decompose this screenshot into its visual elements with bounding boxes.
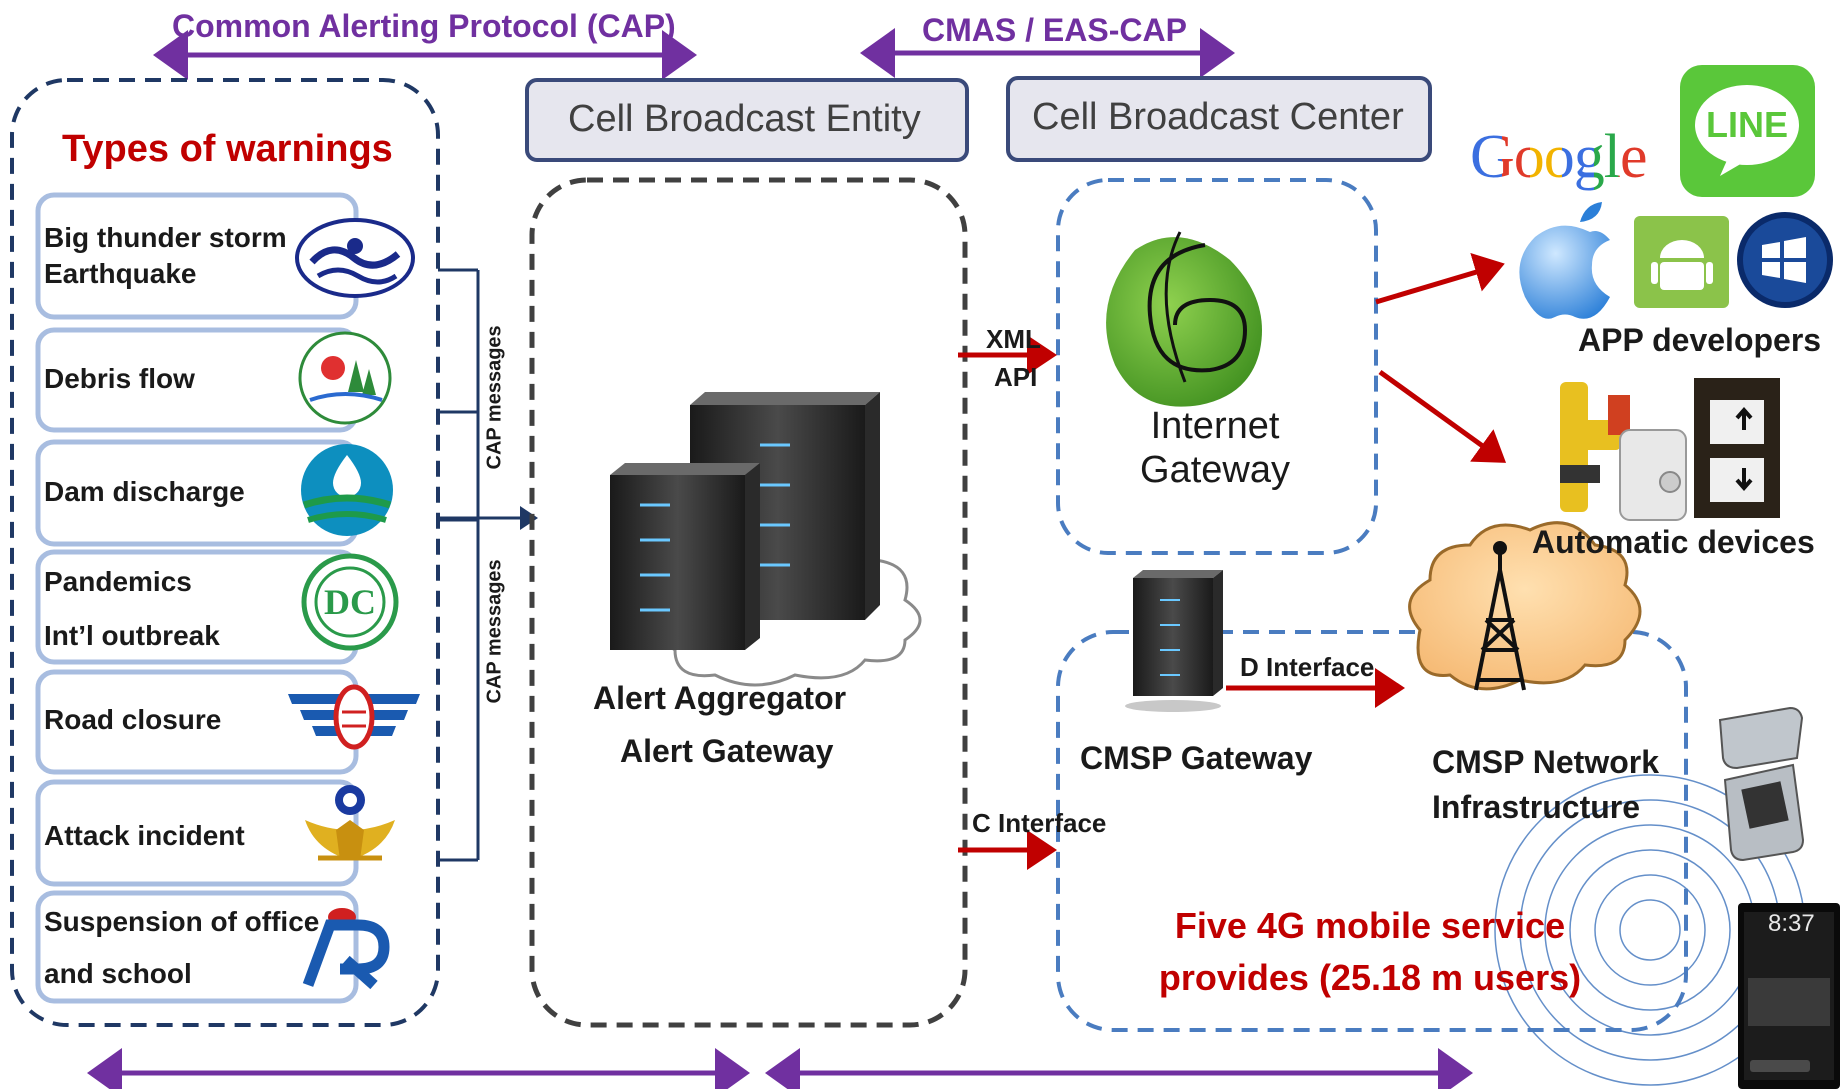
elevator-panel-icon xyxy=(1694,378,1780,518)
warning-item-road: Road closure xyxy=(44,704,222,735)
warning-line1: Big thunder storm xyxy=(44,222,287,253)
to-automatic-devices-arrow xyxy=(1378,369,1507,463)
internet-gateway-icon xyxy=(1106,231,1262,407)
personnel-admin-logo xyxy=(302,908,390,990)
highway-bureau-logo xyxy=(288,684,420,750)
flip-phone-icon xyxy=(1718,706,1805,862)
apple-icon xyxy=(1519,202,1610,319)
cbc-header: Cell Broadcast Center xyxy=(1032,96,1404,138)
providers-label: Five 4G mobile service provides (25.18 m… xyxy=(1150,900,1590,1004)
line-text: LINE xyxy=(1705,104,1788,145)
disease-control-logo: DC xyxy=(301,553,399,651)
google-text: Google xyxy=(1470,123,1648,191)
aggregator-container xyxy=(529,177,968,1028)
warning-item-attack: Attack incident xyxy=(44,820,245,851)
warning-item-thunderstorm: Big thunder storm Earthquake xyxy=(44,222,287,290)
android-icon xyxy=(1634,216,1729,308)
cmsp-network-cloud-icon xyxy=(1408,521,1642,691)
api-label: API xyxy=(994,362,1038,392)
broadcast-tower-icon xyxy=(1474,541,1526,691)
c-interface-label: C Interface xyxy=(972,808,1107,838)
cap-protocol-label: Common Alerting Protocol (CAP) xyxy=(172,8,676,44)
server-cloud-icon xyxy=(610,392,922,687)
smartphone-icon xyxy=(1738,903,1840,1089)
gateway-line2: Gateway xyxy=(1140,448,1290,491)
providers-line2: provides (25.18 m users) xyxy=(1158,957,1582,999)
google-logo: Google xyxy=(1470,122,1648,193)
warning-boxes xyxy=(35,192,359,1004)
internet-gateway-label: Internet Gateway xyxy=(1120,405,1310,492)
d-interface-label: D Interface xyxy=(1240,652,1375,682)
cap-messages-label-upper: CAP messages xyxy=(483,325,506,470)
warning-item-debris: Debris flow xyxy=(44,363,195,394)
network-line2: Infrastructure xyxy=(1432,788,1641,825)
automatic-devices-label: Automatic devices xyxy=(1532,524,1815,560)
app-developers-label: APP developers xyxy=(1578,322,1822,358)
internet-gateway-container xyxy=(1056,178,1378,555)
warning-item-dam: Dam discharge xyxy=(44,476,245,507)
soil-water-conservation-logo xyxy=(298,331,392,425)
cbe-header-box xyxy=(525,78,969,162)
warning-line1: Suspension of office xyxy=(44,906,320,937)
military-eagle-logo xyxy=(305,785,395,861)
cap-connector-bracket xyxy=(438,268,538,862)
warning-item-suspension: Suspension of office and school xyxy=(44,906,319,990)
cbc-header-box xyxy=(1006,76,1432,162)
gateway-line1: Internet xyxy=(1150,405,1280,447)
water-resources-logo xyxy=(301,444,393,536)
phone-time: 8:37 xyxy=(1768,910,1815,937)
providers-line1: Five 4G mobile service xyxy=(1174,905,1566,946)
warning-line2: Earthquake xyxy=(44,258,197,290)
warnings-container xyxy=(10,78,440,1027)
cmsp-gateway-label: CMSP Gateway xyxy=(1080,740,1313,776)
warnings-title: Types of warnings xyxy=(62,128,393,170)
cmsp-network-label: CMSP Network Infrastructure xyxy=(1432,740,1659,830)
cmas-eas-cap-label: CMAS / EAS-CAP xyxy=(922,12,1187,48)
cmsp-gateway-server-icon xyxy=(1125,570,1223,712)
cbe-header: Cell Broadcast Entity xyxy=(568,98,921,140)
warning-item-pandemics: Pandemics Int’l outbreak xyxy=(44,566,220,652)
aggregator-label-1: Alert Aggregator xyxy=(593,680,847,716)
network-line1: CMSP Network xyxy=(1432,744,1660,780)
central-weather-bureau-logo xyxy=(295,218,415,298)
cmsp-container xyxy=(1056,630,1688,1032)
warning-line2: Int’l outbreak xyxy=(44,620,220,652)
svg-text:DC: DC xyxy=(324,582,376,622)
warning-line2: and school xyxy=(44,958,192,990)
valve-device-icon xyxy=(1560,382,1687,521)
xml-label: XML xyxy=(986,324,1041,354)
line-icon xyxy=(1680,65,1815,197)
to-app-developers-arrow xyxy=(1375,252,1505,305)
windows-icon xyxy=(1737,212,1833,308)
warning-line1: Pandemics xyxy=(44,566,192,597)
cap-messages-label-lower: CAP messages xyxy=(483,559,506,704)
aggregator-label-2: Alert Gateway xyxy=(620,733,834,769)
